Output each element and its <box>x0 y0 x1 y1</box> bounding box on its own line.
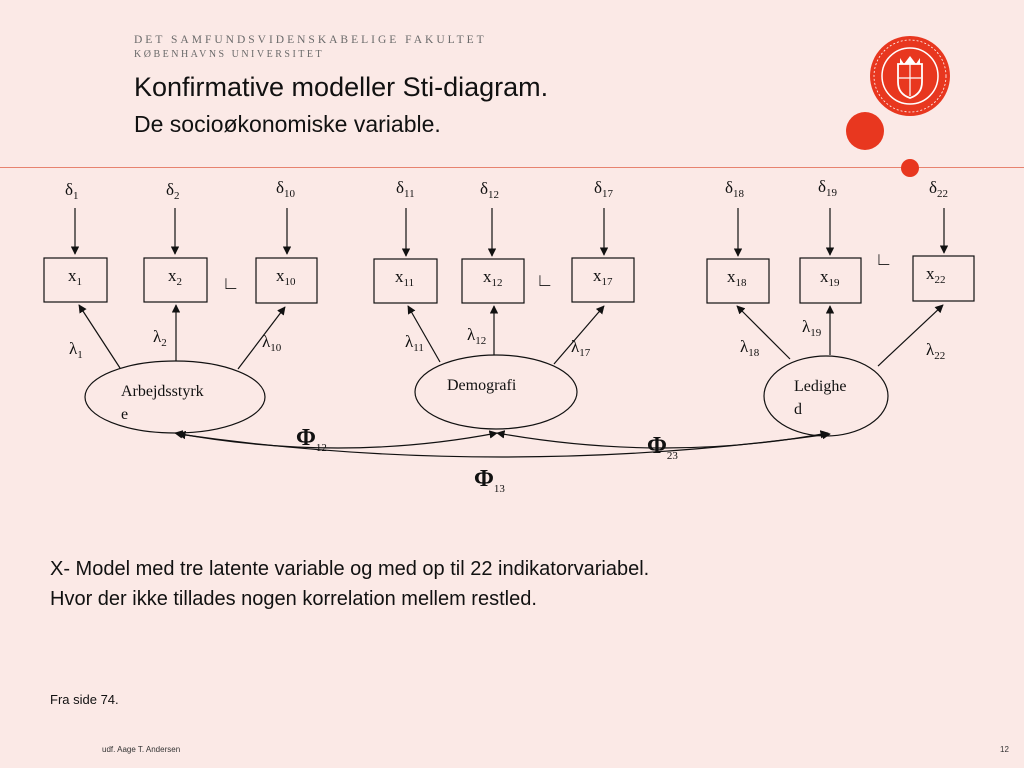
covariance-label: Φ13 <box>474 466 505 495</box>
description-line: X- Model med tre latente variable og med… <box>50 558 650 580</box>
loading-label: λ1 <box>69 339 83 361</box>
university-seal-icon <box>870 36 950 116</box>
error-label: δ19 <box>818 177 838 199</box>
error-label: δ12 <box>480 179 499 201</box>
decorative-dot-small <box>901 159 919 177</box>
error-label: δ22 <box>929 178 948 200</box>
indicator-box <box>461 258 525 304</box>
loading-label: λ17 <box>571 337 591 359</box>
latent-ellipse <box>414 354 578 430</box>
indicator-label: x2 <box>168 266 182 288</box>
loading-label: λ2 <box>153 327 167 349</box>
indicator-label: x10 <box>276 266 296 288</box>
description-line: Hvor der ikke tillades nogen korrelation… <box>50 588 537 610</box>
ellipsis-mark: ∟ <box>875 249 893 269</box>
indicator-box <box>255 257 318 304</box>
error-label: δ17 <box>594 178 614 200</box>
slide-title: Konfirmative modeller Sti-diagram. <box>134 72 549 102</box>
indicator-label: x12 <box>483 267 503 289</box>
indicator-box <box>143 257 208 303</box>
error-label: δ18 <box>725 178 745 200</box>
covariance-label: Φ12 <box>296 425 327 454</box>
error-label: δ1 <box>65 180 79 202</box>
loading-label: λ22 <box>926 340 945 362</box>
indicator-box <box>912 255 975 302</box>
error-label: δ2 <box>166 180 180 202</box>
loading-label: λ10 <box>262 332 282 354</box>
error-label: δ10 <box>276 178 296 200</box>
loading-label: λ11 <box>405 332 424 354</box>
indicator-label: x22 <box>926 264 946 286</box>
footer-author: udf. Aage T. Andersen <box>102 745 181 754</box>
indicator-label: x19 <box>820 267 840 289</box>
latent-label: e <box>121 406 128 423</box>
indicator-box <box>571 257 635 303</box>
indicator-box <box>799 257 862 304</box>
loading-label: λ12 <box>467 325 486 347</box>
source-note: Fra side 74. <box>50 692 119 707</box>
latent-ellipse <box>763 355 889 437</box>
page-number: 12 <box>1000 745 1009 754</box>
indicator-box <box>43 257 108 303</box>
latent-label: Arbejdsstyrk <box>121 383 204 400</box>
indicator-box <box>706 258 770 304</box>
slide-subtitle: De socioøkonomiske variable. <box>134 111 441 137</box>
header-divider <box>0 167 1024 168</box>
university-name: KØBENHAVNS UNIVERSITET <box>134 49 325 60</box>
error-label: δ11 <box>396 178 415 200</box>
indicator-label: x18 <box>727 267 747 289</box>
indicator-label: x11 <box>395 267 414 289</box>
indicator-label: x1 <box>68 266 82 288</box>
ellipsis-mark: ∟ <box>536 270 554 290</box>
latent-label: Ledighe <box>794 378 846 395</box>
ellipsis-mark: ∟ <box>222 273 240 293</box>
faculty-name: DET SAMFUNDSVIDENSKABELIGE FAKULTET <box>134 34 487 46</box>
latent-label: d <box>794 401 802 418</box>
loading-label: λ18 <box>740 337 760 359</box>
latent-label: Demografi <box>447 377 517 394</box>
indicator-label: x17 <box>593 266 613 288</box>
indicator-box <box>373 258 438 304</box>
decorative-dot-large <box>846 112 884 150</box>
covariance-label: Φ23 <box>647 433 678 462</box>
loading-label: λ19 <box>802 317 822 339</box>
